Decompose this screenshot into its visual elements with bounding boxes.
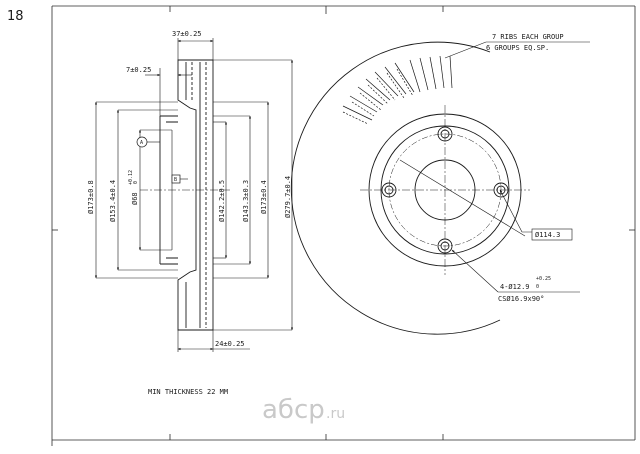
- datum-b-label: B: [174, 177, 177, 183]
- pcd-box: [531, 228, 573, 241]
- dim-dia-142: Ø142.2±0.5: [218, 180, 226, 222]
- dim-dia-68: Ø68: [131, 192, 139, 205]
- dim-overall-width: 37±0.25: [172, 30, 202, 38]
- ribs-note-2: 6 GROUPS EQ.SP.: [486, 44, 549, 52]
- dim-hat-flange: 7±0.25: [126, 66, 151, 74]
- bolt-holes-tol-high: +0.25: [536, 276, 551, 282]
- dim-dia-68-tol: +0.12: [128, 170, 134, 185]
- datum-a-marker: A: [136, 136, 160, 148]
- dim-dia-143: Ø143.3±0.3: [242, 180, 250, 222]
- countersink-label: CSØ16.9x90°: [498, 295, 544, 303]
- drawing-frame: [51, 5, 636, 446]
- dim-dia-173b: Ø173±0.4: [260, 180, 268, 214]
- datum-a-label: A: [140, 140, 143, 146]
- watermark-brand: aбcp: [262, 395, 325, 425]
- datum-b-marker: B: [171, 174, 188, 184]
- abcp-watermark: aбcp .ru: [262, 395, 345, 425]
- ribs-note-1: 7 RIBS EACH GROUP: [492, 33, 564, 41]
- dim-dia-173: Ø173±0.8: [87, 180, 95, 214]
- pcd-label: Ø114.3: [535, 231, 560, 239]
- bolt-holes-tol-low: 0: [536, 284, 539, 290]
- dim-dia-279: Ø279.7±0.4: [284, 176, 292, 218]
- side-view: [140, 59, 230, 331]
- watermark-tld: .ru: [326, 406, 345, 422]
- front-view: [290, 41, 530, 335]
- side-view-dimensions: [94, 38, 294, 352]
- dim-disc-width: 24±0.25: [215, 340, 245, 348]
- corner-mark: 18: [7, 9, 24, 24]
- min-thickness-note: MIN THICKNESS 22 MM: [148, 388, 228, 396]
- vent-ribs: [342, 55, 453, 125]
- dim-dia-153: Ø153.4±0.4: [109, 180, 117, 222]
- dim-dia-68-tol-low: 0: [133, 181, 139, 184]
- bolt-holes-label: 4-Ø12.9: [500, 283, 530, 291]
